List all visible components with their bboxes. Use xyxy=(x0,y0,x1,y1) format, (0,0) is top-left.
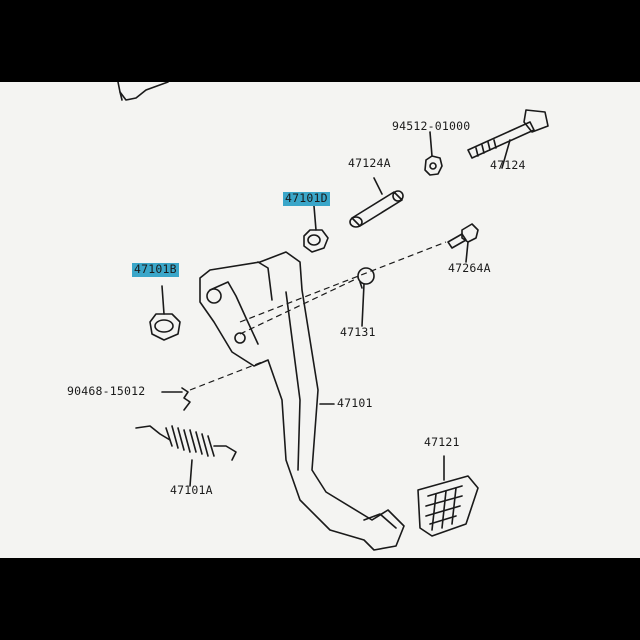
label-47131: 47131 xyxy=(340,325,376,339)
label-47121: 47121 xyxy=(424,435,460,449)
label-47124: 47124 xyxy=(490,158,526,172)
dash-clip-line xyxy=(189,361,263,391)
collar-47124A xyxy=(349,190,404,228)
parts-diagram: 94512-01000 47124A 47124 47101D 47101B 4… xyxy=(0,82,640,558)
label-47124A: 47124A xyxy=(348,156,391,170)
clip-90468 xyxy=(181,387,191,411)
label-47101A: 47101A xyxy=(170,483,213,497)
label-90468: 90468-15012 xyxy=(67,384,146,398)
label-47101D-highlighted: 47101D xyxy=(283,191,330,206)
bushing-47101D xyxy=(303,229,329,253)
diagram-drawing xyxy=(117,82,549,551)
nut-94512 xyxy=(424,155,443,176)
spring-47101A xyxy=(135,425,237,461)
bolt-47124 xyxy=(467,109,549,159)
bolt-47264A xyxy=(447,223,479,249)
pedal-arm-47101 xyxy=(199,251,405,551)
pin-47131 xyxy=(357,267,375,289)
label-47264A: 47264A xyxy=(448,261,491,275)
bushing-47101B xyxy=(149,313,181,341)
label-47101B-highlighted: 47101B xyxy=(132,262,179,277)
dash-bolt-line xyxy=(239,241,447,323)
bracket-fragment xyxy=(117,82,169,101)
bracket-fragment-lower xyxy=(119,91,123,101)
dash-pin-line xyxy=(239,277,359,335)
label-94512: 94512-01000 xyxy=(392,119,471,133)
pedal-pad-47121 xyxy=(417,475,479,537)
label-47101: 47101 xyxy=(337,396,373,410)
